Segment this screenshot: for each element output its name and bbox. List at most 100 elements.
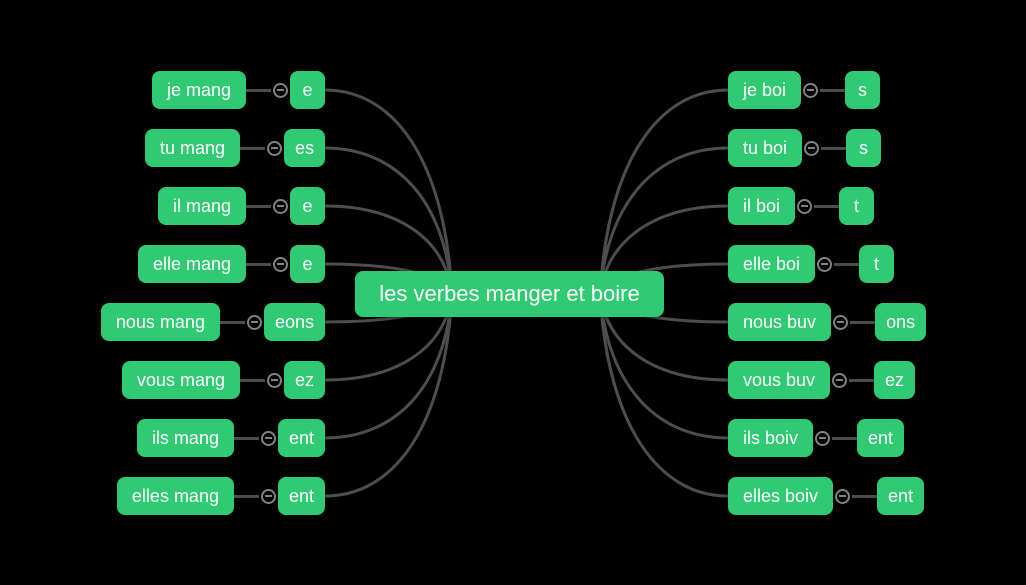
ending-node[interactable]: s	[846, 129, 882, 167]
conjugation-row: elles boiv ent	[728, 477, 925, 515]
minus-icon	[270, 147, 278, 149]
minus-icon	[264, 437, 272, 439]
ending-node[interactable]: ons	[875, 303, 927, 341]
conjugation-row: je boi s	[728, 71, 881, 109]
collapse-button[interactable]	[273, 82, 288, 98]
subject-node[interactable]: elle boi	[728, 245, 816, 283]
ending-node[interactable]: ent	[277, 477, 325, 515]
collapse-button[interactable]	[817, 256, 833, 272]
branch-connector	[246, 198, 290, 214]
conjugation-row: ils mang ent	[136, 419, 325, 457]
conjugation-row: elle mang e	[137, 245, 325, 283]
ending-node[interactable]: s	[845, 71, 881, 109]
branch-curve	[598, 292, 730, 440]
connector-line	[246, 262, 271, 266]
subject-node[interactable]: vous buv	[728, 361, 831, 399]
subject-node[interactable]: elles boiv	[728, 477, 834, 515]
minus-icon	[277, 263, 284, 265]
ending-node[interactable]: e	[290, 187, 325, 225]
conjugation-row: il boi t	[728, 187, 875, 225]
connector-line	[849, 378, 875, 382]
branch-curve	[323, 292, 454, 498]
minus-icon	[807, 89, 815, 91]
collapse-button[interactable]	[266, 372, 282, 388]
branch-connector	[239, 140, 284, 156]
subject-node[interactable]: ils boiv	[728, 419, 814, 457]
subject-node[interactable]: je mang	[151, 71, 246, 109]
subject-node[interactable]: il boi	[728, 187, 796, 225]
subject-node[interactable]: vous mang	[121, 361, 240, 399]
subject-node[interactable]: tu boi	[728, 129, 803, 167]
collapse-button[interactable]	[273, 198, 288, 214]
minus-icon	[837, 321, 845, 323]
branch-connector	[795, 198, 840, 214]
subject-node[interactable]: elles mang	[116, 477, 234, 515]
branch-connector	[246, 256, 290, 272]
collapse-button[interactable]	[260, 488, 276, 504]
collapse-button[interactable]	[835, 488, 851, 504]
subject-node[interactable]: tu mang	[144, 129, 240, 167]
branch-connector	[801, 82, 846, 98]
branch-connector	[831, 314, 876, 330]
branch-curve	[323, 88, 454, 296]
conjugation-row: tu mang es	[144, 129, 325, 167]
connector-line	[834, 262, 860, 266]
ending-node[interactable]: e	[290, 245, 325, 283]
branch-curve	[598, 146, 730, 296]
branch-connector	[246, 82, 290, 98]
conjugation-row: je mang e	[151, 71, 325, 109]
minus-icon	[839, 495, 847, 497]
branch-curve	[598, 292, 730, 498]
connector-line	[850, 320, 876, 324]
collapse-button[interactable]	[246, 314, 262, 330]
conjugation-row: vous mang ez	[121, 361, 325, 399]
collapse-button[interactable]	[833, 314, 849, 330]
connector-line	[821, 146, 847, 150]
branch-connector	[802, 140, 847, 156]
ending-node[interactable]: ent	[857, 419, 905, 457]
subject-node[interactable]: je boi	[728, 71, 802, 109]
branch-connector	[815, 256, 860, 272]
ending-node[interactable]: ez	[874, 361, 916, 399]
collapse-button[interactable]	[803, 82, 819, 98]
collapse-button[interactable]	[804, 140, 820, 156]
subject-node[interactable]: il mang	[157, 187, 246, 225]
collapse-button[interactable]	[797, 198, 813, 214]
subject-node[interactable]: nous mang	[100, 303, 220, 341]
conjugation-row: vous buv ez	[728, 361, 916, 399]
subject-node[interactable]: ils mang	[136, 419, 234, 457]
ending-node[interactable]: e	[290, 71, 325, 109]
collapse-button[interactable]	[260, 430, 276, 446]
ending-node[interactable]: ez	[283, 361, 325, 399]
conjugation-row: nous buv ons	[728, 303, 927, 341]
collapse-button[interactable]	[832, 372, 848, 388]
collapse-button[interactable]	[266, 140, 282, 156]
ending-node[interactable]: ent	[277, 419, 325, 457]
branch-connector	[233, 488, 278, 504]
minus-icon	[819, 437, 827, 439]
branch-connector	[219, 314, 264, 330]
ending-node[interactable]: t	[839, 187, 875, 225]
conjugation-row: nous mang eons	[100, 303, 325, 341]
branch-curve	[323, 292, 454, 440]
root-node[interactable]: les verbes manger et boire	[355, 271, 664, 317]
branch-curve	[323, 146, 454, 296]
connector-line	[239, 146, 265, 150]
connector-line	[820, 88, 846, 92]
ending-node[interactable]: es	[283, 129, 325, 167]
collapse-button[interactable]	[273, 256, 288, 272]
conjugation-row: ils boiv ent	[728, 419, 905, 457]
minus-icon	[277, 205, 284, 207]
branch-connector	[833, 488, 878, 504]
ending-node[interactable]: t	[859, 245, 895, 283]
subject-node[interactable]: elle mang	[137, 245, 246, 283]
branch-curve	[598, 88, 730, 296]
conjugation-row: tu boi s	[728, 129, 882, 167]
ending-node[interactable]: eons	[263, 303, 325, 341]
ending-node[interactable]: ent	[877, 477, 925, 515]
subject-node[interactable]: nous buv	[728, 303, 832, 341]
conjugation-row: elle boi t	[728, 245, 895, 283]
collapse-button[interactable]	[815, 430, 831, 446]
